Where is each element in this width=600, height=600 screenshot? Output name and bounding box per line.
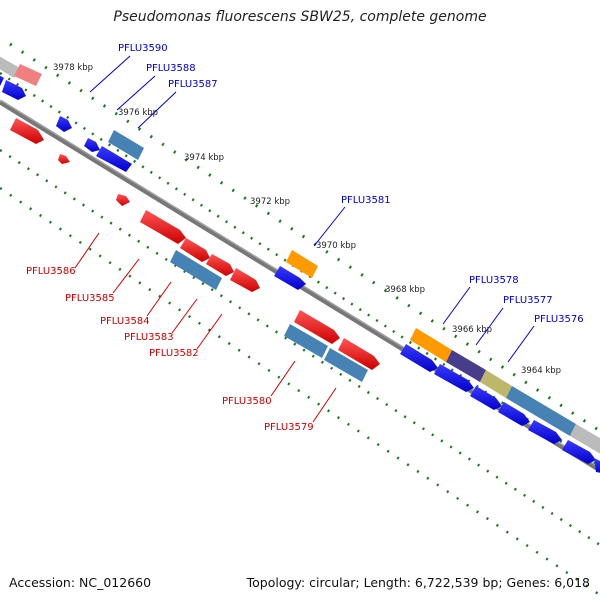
gene-name: PFLU3585 bbox=[65, 293, 115, 304]
cds-khaki-pflu3576[interactable] bbox=[480, 370, 512, 398]
gene-name: PFLU3579 bbox=[264, 422, 314, 433]
gene-label-pflu3577[interactable]: PFLU3577 bbox=[475, 295, 553, 346]
cds-red-pflu3580[interactable] bbox=[294, 310, 340, 344]
gene-leader-line bbox=[112, 258, 140, 294]
gene-leader-line bbox=[116, 75, 156, 111]
cds-red-pflu3586c[interactable] bbox=[116, 194, 130, 206]
gene-leader-line bbox=[270, 360, 296, 397]
kbp-label: 3966 kbp bbox=[452, 325, 492, 335]
gene-label-pflu3586[interactable]: PFLU3586 bbox=[26, 232, 100, 277]
kbp-label: 3972 kbp bbox=[250, 197, 290, 207]
cds-blue-right-a[interactable] bbox=[400, 344, 438, 372]
gene-leader-line bbox=[146, 281, 172, 317]
tick-track-lower bbox=[0, 148, 600, 547]
gene-label-pflu3587[interactable]: PFLU3587 bbox=[137, 79, 218, 129]
gene-leader-line bbox=[196, 313, 223, 350]
gene-label-pflu3582[interactable]: PFLU3582 bbox=[149, 313, 223, 359]
gene-name: PFLU3582 bbox=[149, 348, 199, 359]
map-title: Pseudomonas fluorescens SBW25, complete … bbox=[113, 9, 487, 25]
gene-name: PFLU3586 bbox=[26, 266, 76, 277]
gene-leader-line bbox=[475, 307, 504, 346]
cds-blue-pflu3587[interactable] bbox=[96, 146, 132, 172]
gene-name: PFLU3580 bbox=[222, 396, 272, 407]
kbp-label: 3974 kbp bbox=[184, 153, 224, 163]
kbp-label: 3968 kbp bbox=[385, 285, 425, 295]
gene-leader-line bbox=[171, 298, 198, 334]
gene-name: PFLU3578 bbox=[469, 275, 519, 286]
gene-name: PFLU3588 bbox=[146, 63, 196, 74]
cds-grey-right[interactable] bbox=[570, 424, 600, 456]
kbp-label: 3964 kbp bbox=[521, 366, 561, 376]
cds-orange-pflu3578[interactable] bbox=[410, 328, 452, 362]
gene-label-pflu3585[interactable]: PFLU3585 bbox=[65, 258, 140, 304]
gene-leader-line bbox=[507, 325, 535, 363]
cds-features bbox=[0, 52, 600, 474]
cds-blue-right-f[interactable] bbox=[562, 440, 596, 464]
cds-blue-small-b[interactable] bbox=[84, 138, 100, 152]
gene-leader-line bbox=[89, 55, 131, 93]
kbp-labels: 3978 kbp 3976 kbp 3974 kbp 3972 kbp 3970 kbp… bbox=[53, 63, 561, 376]
gene-label-pflu3590[interactable]: PFLU3590 bbox=[89, 43, 168, 93]
gene-label-pflu3588[interactable]: PFLU3588 bbox=[116, 63, 196, 111]
cds-red-pflu3582[interactable] bbox=[230, 268, 260, 292]
cds-red-pflu3586a[interactable] bbox=[10, 118, 44, 144]
cds-steel-pflu3579[interactable] bbox=[324, 348, 368, 382]
cds-pink-topleft[interactable] bbox=[14, 64, 42, 86]
cds-blue-right-c[interactable] bbox=[470, 386, 502, 410]
cds-blue-right-d[interactable] bbox=[498, 402, 530, 426]
cds-blue-pflu3581[interactable] bbox=[274, 266, 306, 290]
gene-label-pflu3581[interactable]: PFLU3581 bbox=[313, 195, 391, 247]
cds-steel-pflu3580[interactable] bbox=[284, 324, 328, 358]
cds-blue-right-b[interactable] bbox=[434, 364, 474, 392]
gene-label-pflu3578[interactable]: PFLU3578 bbox=[442, 275, 519, 325]
cds-red-pflu3579[interactable] bbox=[338, 338, 380, 370]
cds-blue-right-g[interactable] bbox=[594, 458, 600, 474]
cds-blue-right-e[interactable] bbox=[528, 420, 562, 444]
cds-steel-pflu3576[interactable] bbox=[506, 386, 576, 436]
gene-name: PFLU3583 bbox=[124, 332, 174, 343]
cds-blue-topleft-a[interactable] bbox=[0, 72, 4, 86]
gene-name: PFLU3584 bbox=[100, 316, 150, 327]
cds-blue-topleft-b[interactable] bbox=[2, 80, 26, 100]
tick-track-bottom bbox=[0, 186, 600, 597]
kbp-label: 3970 kbp bbox=[316, 241, 356, 251]
gene-name: PFLU3577 bbox=[503, 295, 553, 306]
cds-red-pflu3584[interactable] bbox=[180, 238, 210, 262]
cds-blue-small-a[interactable] bbox=[56, 116, 72, 132]
kbp-label: 3978 kbp bbox=[53, 63, 93, 73]
topology-label: Topology: circular; Length: 6,722,539 bp… bbox=[246, 575, 590, 590]
cds-grey-topleft[interactable] bbox=[0, 52, 20, 78]
cds-indigo-pflu3577[interactable] bbox=[446, 350, 486, 382]
gene-name: PFLU3581 bbox=[341, 195, 391, 206]
gene-name: PFLU3587 bbox=[168, 79, 218, 90]
cds-red-pflu3583[interactable] bbox=[206, 254, 234, 276]
gene-label-pflu3579[interactable]: PFLU3579 bbox=[264, 387, 337, 433]
gene-leader-line bbox=[442, 286, 471, 325]
cds-red-pflu3585[interactable] bbox=[140, 210, 186, 244]
cds-steel-pflu3587[interactable] bbox=[108, 130, 144, 160]
gene-name: PFLU3590 bbox=[118, 43, 168, 54]
accession-label: Accession: NC_012660 bbox=[9, 575, 152, 590]
gene-leader-line bbox=[137, 91, 177, 129]
gene-label-pflu3584[interactable]: PFLU3584 bbox=[100, 281, 172, 327]
gene-leader-line bbox=[313, 206, 346, 247]
gene-name: PFLU3576 bbox=[534, 314, 584, 325]
kbp-label: 3976 kbp bbox=[118, 108, 158, 118]
cds-orange-pflu3581[interactable] bbox=[286, 250, 318, 278]
cds-steel-pflu3583[interactable] bbox=[170, 250, 222, 290]
gene-leader-line bbox=[74, 232, 100, 269]
forward-gene-labels: PFLU3590PFLU3588PFLU3587PFLU3581PFLU3578… bbox=[89, 43, 584, 363]
gene-leader-line bbox=[312, 387, 337, 423]
gene-label-pflu3580[interactable]: PFLU3580 bbox=[222, 360, 296, 407]
tick-track-outer bbox=[9, 42, 600, 433]
gene-label-pflu3583[interactable]: PFLU3583 bbox=[124, 298, 198, 343]
cds-red-pflu3586b[interactable] bbox=[58, 154, 70, 164]
gene-label-pflu3576[interactable]: PFLU3576 bbox=[507, 314, 584, 363]
reverse-gene-labels: PFLU3586PFLU3585PFLU3584PFLU3583PFLU3582… bbox=[26, 232, 337, 433]
